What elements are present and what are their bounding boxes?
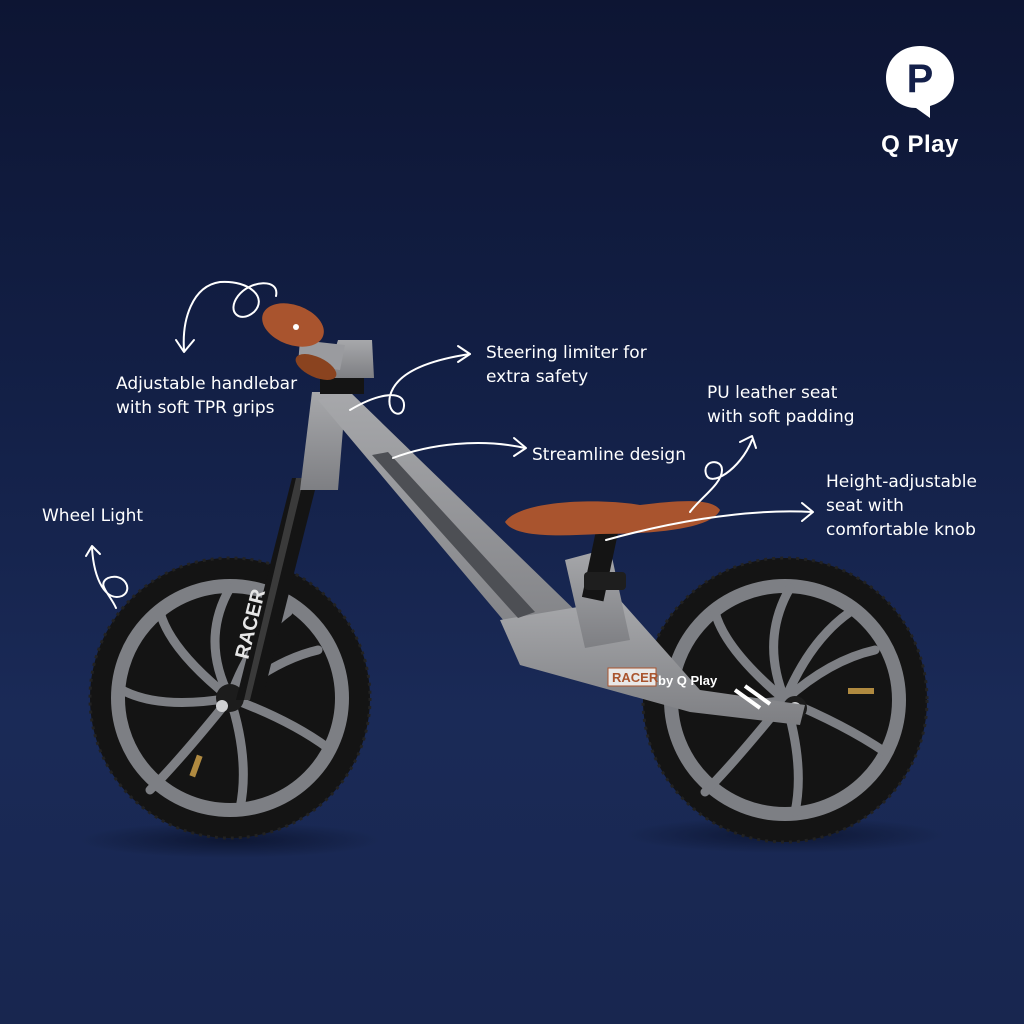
brand-mark-letter: P	[907, 57, 934, 101]
handlebar-assembly	[262, 303, 374, 394]
front-fork: RACER	[232, 478, 318, 700]
feature-leather-seat: PU leather seat with soft padding	[707, 383, 855, 427]
leather-seat	[505, 501, 720, 536]
feature-height-adjustable-seat: Height-adjustable seat with comfortable …	[826, 472, 977, 540]
brand-name: Q Play	[881, 131, 959, 158]
front-wheel-shadow	[80, 822, 380, 858]
feature-adjustable-handlebar: Adjustable handlebar with soft TPR grips	[116, 374, 298, 418]
brand-mark-icon: P	[886, 46, 954, 118]
brand-logo: P Q Play	[872, 40, 968, 159]
annotation-arrows	[85, 280, 814, 609]
front-wheel	[88, 556, 372, 840]
front-valve	[189, 754, 203, 778]
seat-clamp-knob	[584, 572, 626, 590]
feature-steering-limiter: Steering limiter for extra safety	[486, 343, 647, 387]
feature-streamline-design: Streamline design	[532, 445, 686, 465]
feature-wheel-light: Wheel Light	[42, 506, 144, 526]
frame-racer-label: RACER	[612, 670, 659, 685]
rear-valve	[848, 688, 874, 694]
handlebar-arrow	[182, 280, 278, 351]
handlebar-grip	[262, 303, 324, 347]
frame-by-qplay-label: by Q Play	[658, 673, 718, 688]
front-axle-bolt	[216, 700, 228, 712]
